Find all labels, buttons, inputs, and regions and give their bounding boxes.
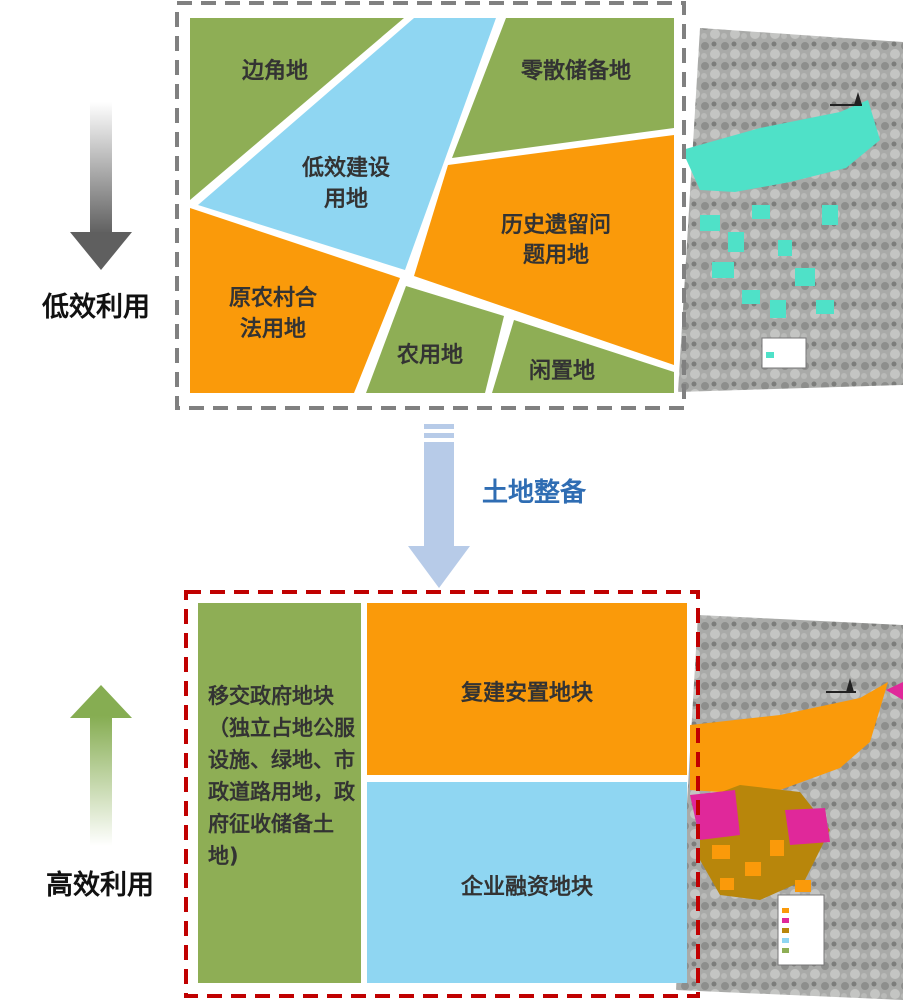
label-farmland: 农用地 xyxy=(396,342,463,368)
top-region-map xyxy=(190,18,674,393)
consolidation-label: 土地整备 xyxy=(482,477,587,508)
region-scattered-reserve xyxy=(452,18,674,158)
region-rural-collective xyxy=(190,208,400,393)
block-enterprise-financing xyxy=(367,782,687,983)
label-historical-line1: 历史遗留问 xyxy=(501,212,611,238)
region-farmland xyxy=(366,286,504,393)
label-enterprise: 企业融资地块 xyxy=(460,874,594,900)
side-label-low-efficiency: 低效利用 xyxy=(41,292,150,323)
top-aerial-map xyxy=(678,28,903,392)
region-idle xyxy=(492,320,674,393)
region-historical-issue xyxy=(414,135,674,365)
region-corner xyxy=(190,18,404,200)
top-dashed-border xyxy=(175,1,686,410)
down-arrow-icon xyxy=(70,102,132,270)
label-rural-line1: 原农村合 xyxy=(229,285,318,311)
label-inefficient-line1: 低效建设 xyxy=(301,155,390,181)
label-historical-line2: 题用地 xyxy=(523,243,589,268)
label-government-transfer: 移交政府地块（独立占地公服设施、绿地、市政道路用地，政府征收储备土地) xyxy=(208,684,355,868)
region-inefficient-construction xyxy=(198,18,496,270)
bottom-aerial-map xyxy=(676,615,903,1000)
up-arrow-icon xyxy=(70,685,132,846)
consolidation-arrow-icon xyxy=(408,424,470,588)
label-rural-line2: 法用地 xyxy=(240,317,306,342)
label-corner: 边角地 xyxy=(241,58,308,84)
label-idle: 闲置地 xyxy=(529,359,595,384)
label-resettlement: 复建安置地块 xyxy=(460,680,594,706)
block-resettlement xyxy=(367,603,687,775)
label-inefficient-line2: 用地 xyxy=(324,187,368,212)
block-government-transfer xyxy=(198,603,361,983)
side-label-high-efficiency: 高效利用 xyxy=(46,869,154,901)
label-scattered: 零散储备地 xyxy=(520,58,631,84)
